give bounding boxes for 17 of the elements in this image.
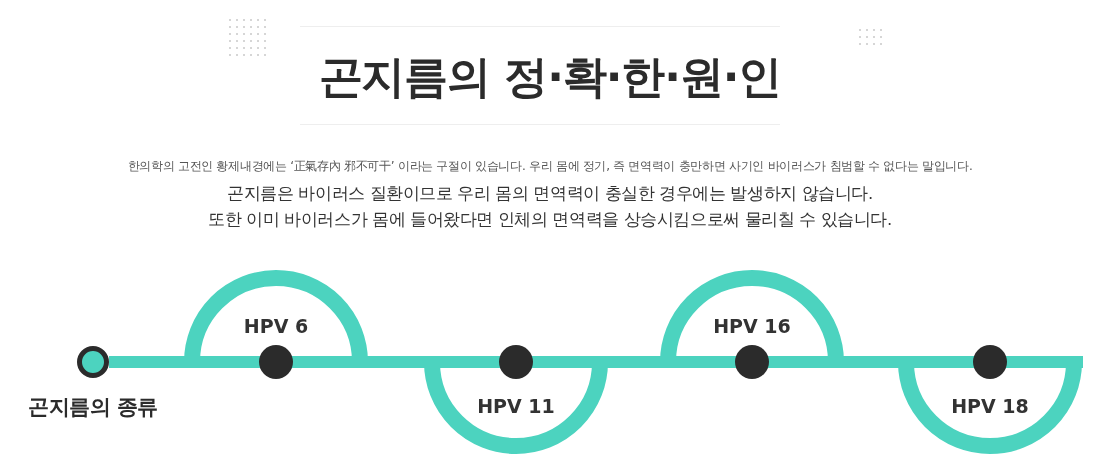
hpv-label: HPV 16 (712, 314, 792, 339)
description-text: 또한 이미 바이러스가 몸에 들어왔다면 인체의 면역력을 상승시킴으로써 물리칠 수 있습니다. (208, 209, 892, 231)
description-text: 한의학의 고전인 황제내경에는 ‘正氣存內 邪不可干’ 이라는 구절이 있습니다. 우리 몸에 정기, 즉 면역력이 충만하면 사기인 바이러스가 침범할 수 없다는 말입니다. (127, 158, 973, 175)
timeline-connector (109, 356, 184, 368)
title: 곤지름의 정·확·한·원·인 (317, 50, 783, 104)
timeline-connector (844, 356, 898, 368)
timeline-caption: 곤지름의 종류 (27, 394, 159, 421)
timeline-stop (424, 344, 608, 454)
timeline-connector (608, 356, 660, 368)
timeline-connector (368, 356, 424, 368)
hpv-label: HPV 11 (476, 394, 556, 419)
timeline-stop (184, 270, 368, 380)
hpv-label: HPV 18 (950, 394, 1030, 419)
timeline-stop (898, 344, 1082, 454)
hpv-label: HPV 6 (242, 314, 310, 339)
description-text: 곤지름은 바이러스 질환이므로 우리 몸의 면역력이 충실한 경우에는 발생하지 않습니다. (227, 183, 873, 205)
timeline-stop (660, 270, 844, 380)
